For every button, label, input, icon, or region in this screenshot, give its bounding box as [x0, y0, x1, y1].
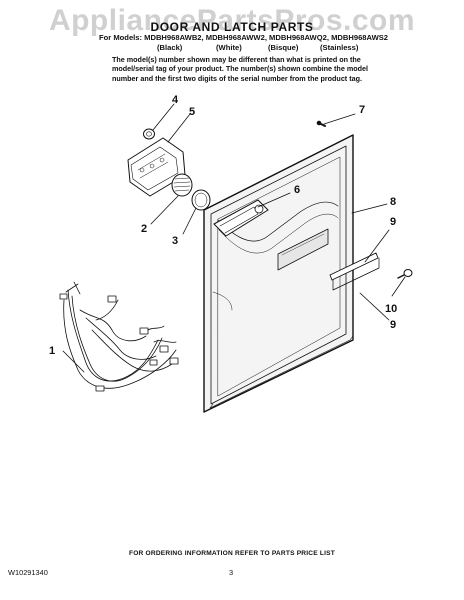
page-number: 3	[229, 568, 234, 577]
callout-4: 4	[172, 94, 179, 106]
screw-top	[316, 120, 326, 127]
latch-strips	[329, 252, 380, 291]
callout-6: 6	[294, 184, 300, 196]
color-label-white: (White)	[216, 43, 242, 52]
callout-3: 3	[172, 235, 178, 247]
callout-labels: 1 2 3 4 5 6 7 8 9 9 10	[49, 94, 397, 357]
speaker-grille	[171, 173, 193, 197]
callout-9-top: 9	[390, 216, 396, 228]
vent-assembly	[213, 199, 269, 237]
watermark: AppliancePartsPros.com	[48, 4, 416, 37]
control-knob	[143, 128, 155, 140]
color-label-bisque: (Bisque)	[268, 43, 299, 52]
door-panel	[203, 134, 354, 413]
note-line: number and the first two digits of the s…	[112, 73, 362, 83]
screw-bottom	[397, 269, 413, 279]
wire-harness	[59, 281, 179, 392]
page-title: DOOR AND LATCH PARTS	[150, 20, 314, 34]
callout-1: 1	[49, 345, 55, 357]
note-line: model/serial tag of your product. The nu…	[112, 64, 368, 74]
callout-8: 8	[390, 196, 396, 208]
leader-lines	[62, 103, 406, 373]
callout-9-bottom: 9	[390, 319, 396, 331]
color-label-black: (Black)	[157, 43, 183, 52]
callout-7: 7	[359, 104, 365, 116]
callout-2: 2	[141, 223, 147, 235]
document-number: W10291340	[8, 568, 48, 577]
callout-5: 5	[189, 106, 195, 118]
ordering-info: FOR ORDERING INFORMATION REFER TO PARTS …	[129, 550, 335, 557]
callout-10: 10	[385, 303, 397, 315]
note-line: The model(s) number shown may be differe…	[112, 55, 361, 64]
model-note: The model(s) number shown may be differe…	[112, 55, 368, 83]
color-label-stainless: (Stainless)	[320, 43, 359, 52]
models-line: For Models: MDBH968AWB2, MDBH968AWW2, MD…	[99, 33, 389, 42]
gasket-ring	[191, 189, 211, 211]
